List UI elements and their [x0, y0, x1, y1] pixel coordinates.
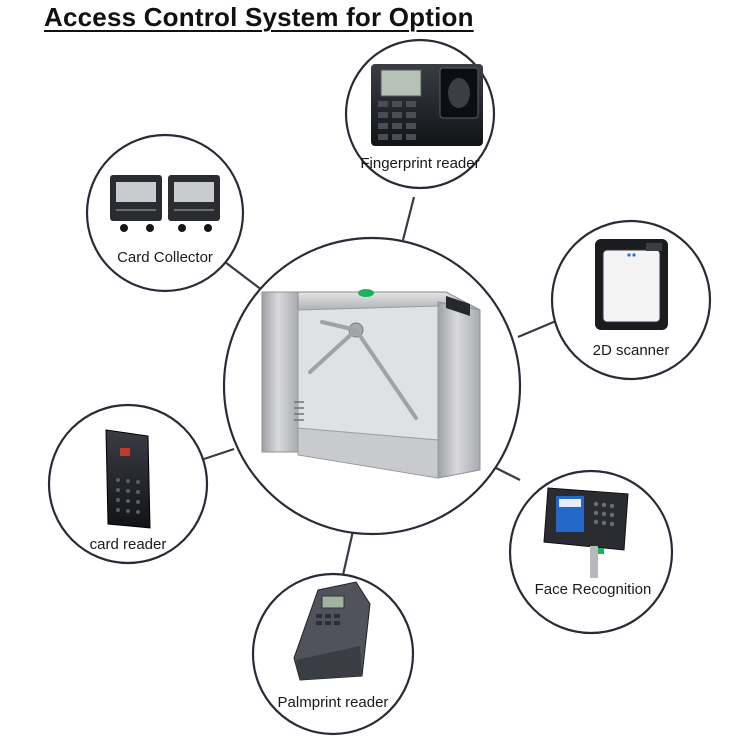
connector-card-reader — [203, 447, 235, 461]
connector-card-collector — [224, 261, 263, 291]
connector-palmprint — [341, 530, 355, 576]
turnstile-icon — [261, 289, 481, 479]
face-recognition-icon — [543, 487, 629, 578]
node-palmprint-label: Palmprint reader — [278, 694, 389, 711]
node-card-reader: card reader — [47, 403, 209, 565]
fingerprint-reader-icon — [371, 64, 483, 146]
node-palmprint: Palmprint reader — [251, 572, 415, 736]
connector-face — [495, 467, 521, 481]
node-scanner: 2D scanner — [550, 219, 712, 381]
node-card-collector-label: Card Collector — [117, 249, 213, 266]
node-scanner-label: 2D scanner — [593, 342, 670, 359]
node-fingerprint: Fingerprint reader — [344, 38, 496, 190]
palmprint-reader-icon — [293, 581, 371, 681]
connector-fingerprint — [401, 196, 416, 241]
node-fingerprint-label: Fingerprint reader — [360, 155, 479, 172]
qr-scanner-icon — [595, 239, 668, 330]
node-face-label: Face Recognition — [535, 581, 652, 598]
node-card-reader-label: card reader — [90, 536, 167, 553]
diagram-title: Access Control System for Option — [44, 2, 474, 32]
center-node — [222, 236, 522, 536]
card-collector-icon — [110, 175, 220, 232]
node-face: Face Recognition — [508, 469, 674, 635]
connectors — [203, 196, 557, 576]
connector-scanner — [517, 319, 557, 339]
card-reader-icon — [105, 429, 151, 529]
node-card-collector: Card Collector — [85, 133, 245, 293]
